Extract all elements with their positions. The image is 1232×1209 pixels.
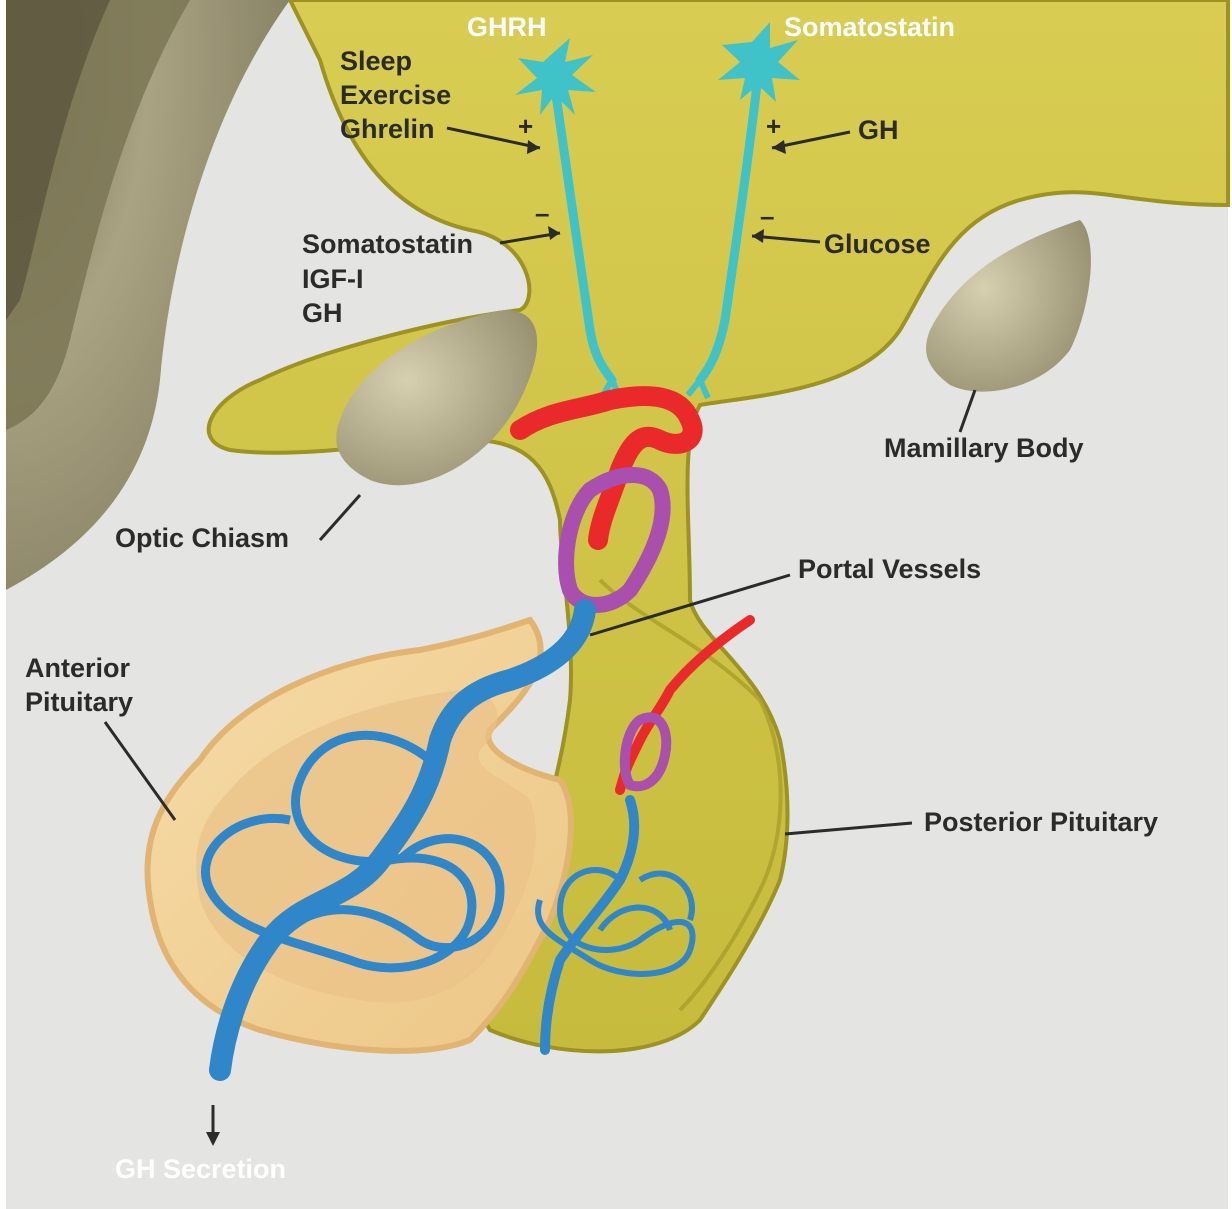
inhibitor-gh: GH xyxy=(302,298,343,328)
stimulus-exercise: Exercise xyxy=(340,80,451,110)
gh-secretion-label: GH Secretion xyxy=(115,1154,286,1184)
inhibitor-glucose: Glucose xyxy=(824,229,931,259)
minus-sign-right: – xyxy=(760,201,774,231)
ghrh-label: GHRH xyxy=(467,12,547,42)
anterior-pituitary-label-line1: Anterior xyxy=(25,653,131,683)
mamillary-body-label: Mamillary Body xyxy=(884,433,1084,463)
minus-sign-left: – xyxy=(535,198,549,228)
plus-sign-right: + xyxy=(766,111,781,141)
inhibitor-somatostatin: Somatostatin xyxy=(302,229,473,259)
somatostatin-top-label: Somatostatin xyxy=(784,12,955,42)
inhibitor-igf1: IGF-I xyxy=(302,264,364,294)
stimulus-gh-right: GH xyxy=(858,115,899,145)
anterior-pituitary-label-line2: Pituitary xyxy=(25,687,133,717)
stimulus-ghrelin: Ghrelin xyxy=(340,114,435,144)
portal-vessels-label: Portal Vessels xyxy=(798,554,981,584)
posterior-pituitary-label: Posterior Pituitary xyxy=(924,807,1158,837)
plus-sign-left: + xyxy=(518,111,533,141)
stimulus-sleep: Sleep xyxy=(340,46,412,76)
optic-chiasm-label: Optic Chiasm xyxy=(115,523,289,553)
